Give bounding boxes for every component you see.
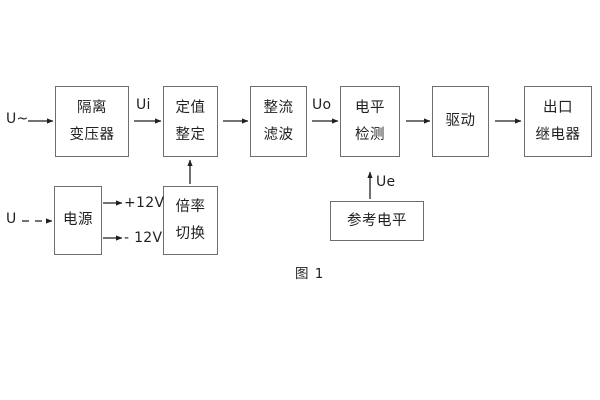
block-label-line: 继电器 (535, 126, 581, 143)
block-label-line: 电平 (355, 100, 385, 116)
figure-caption: 图 1 (295, 266, 325, 282)
block-label-line: 切换 (175, 225, 206, 242)
block-multiplier-switch[interactable]: 倍率 切换 (163, 186, 218, 255)
block-label-line: 检测 (355, 126, 385, 143)
block-label-line: 变压器 (69, 126, 115, 143)
block-label-line: 定值 (175, 100, 206, 116)
block-output-relay[interactable]: 出口 继电器 (524, 86, 592, 157)
block-power-supply[interactable]: 电源 (54, 186, 102, 255)
label-supply-positive: +12V (124, 195, 165, 211)
block-label-line: 参考电平 (347, 212, 407, 229)
block-level-detection[interactable]: 电平 检测 (340, 86, 400, 157)
label-signal-ue: Ue (376, 174, 396, 190)
block-label-line: 驱动 (445, 113, 476, 130)
block-label-line: 整定 (175, 126, 206, 143)
block-label-line: 倍率 (175, 199, 206, 215)
label-input-ac: U~ (6, 111, 29, 127)
block-label-line: 出口 (543, 100, 573, 116)
block-label-line: 电源 (63, 212, 93, 229)
label-supply-negative: - 12V (124, 230, 163, 246)
block-label-line: 滤波 (263, 126, 294, 143)
label-signal-uo: Uo (312, 97, 332, 113)
label-signal-ui: Ui (136, 97, 151, 113)
block-isolation-transformer[interactable]: 隔离 变压器 (55, 86, 129, 157)
block-drive[interactable]: 驱动 (432, 86, 489, 157)
block-label-line: 隔离 (77, 100, 107, 116)
block-setting-value[interactable]: 定值 整定 (163, 86, 218, 157)
block-label-line: 整流 (263, 100, 294, 116)
label-input-dc: U (6, 211, 17, 227)
block-rectify-filter[interactable]: 整流 滤波 (250, 86, 307, 157)
block-reference-level[interactable]: 参考电平 (330, 201, 424, 241)
